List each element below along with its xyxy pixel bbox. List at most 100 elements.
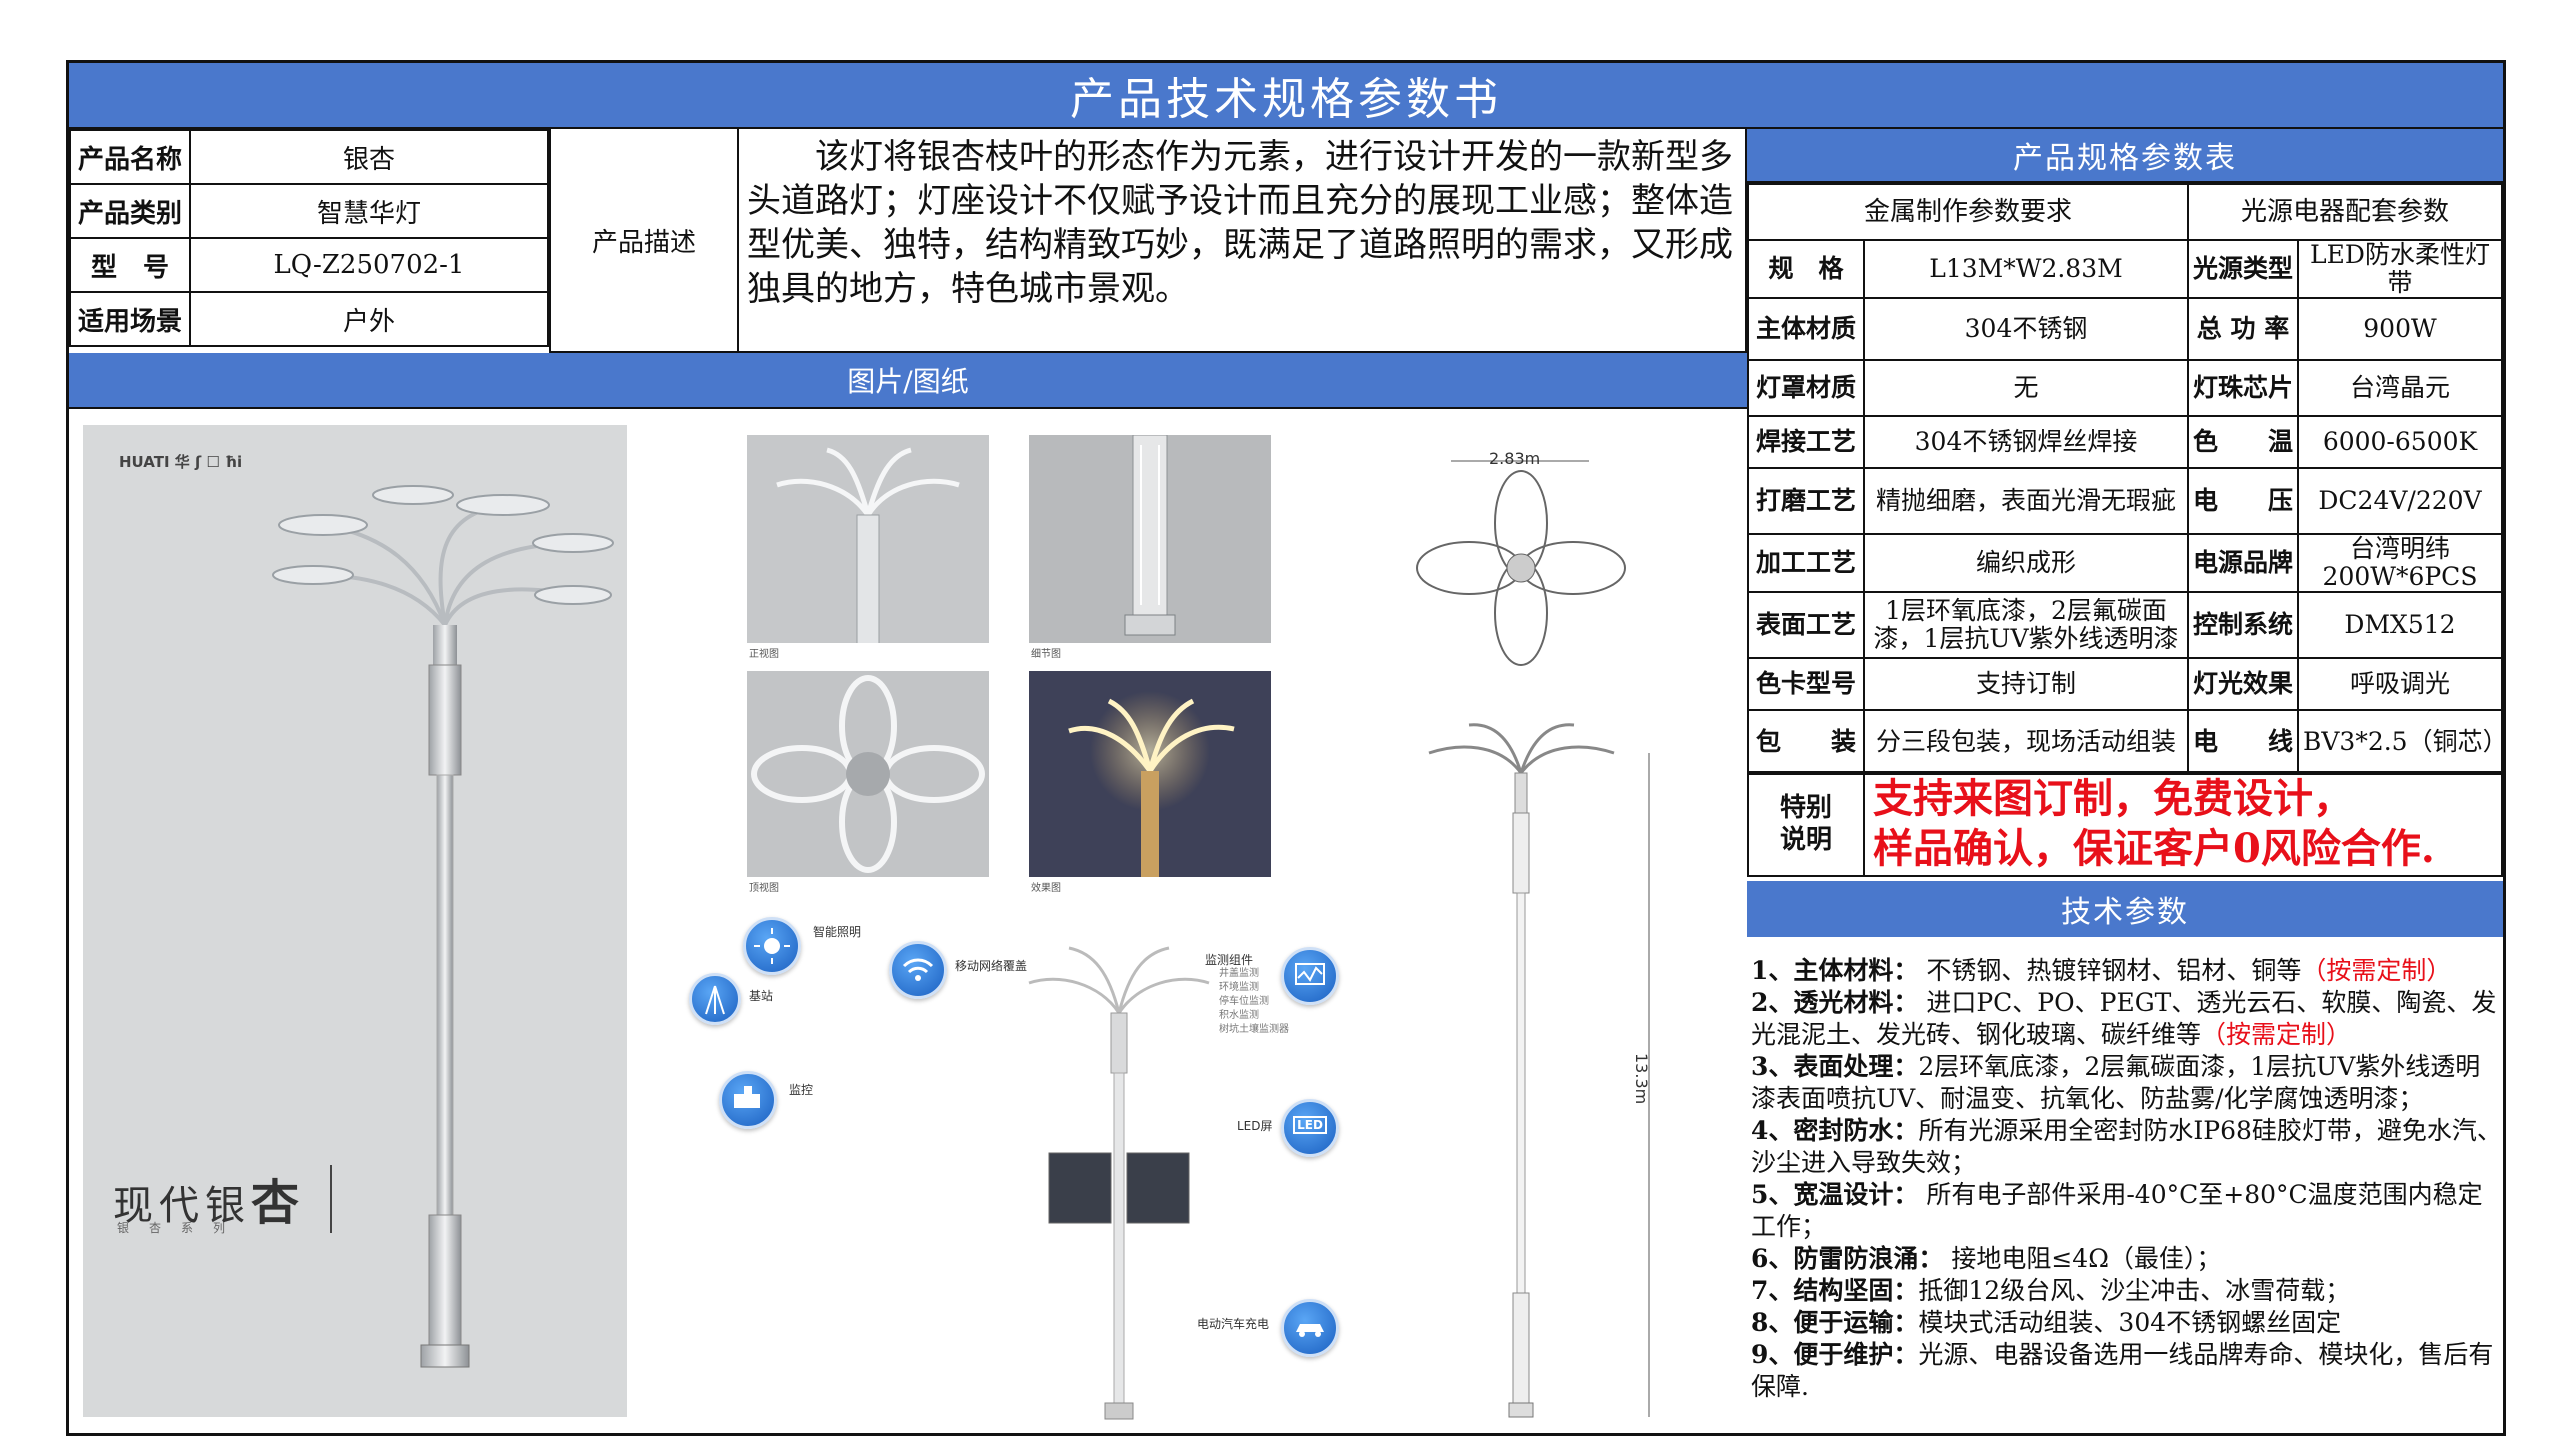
list-item: 1、主体材料： 不锈钢、热镀锌钢材、铝材、铜等（按需定制） <box>1751 955 2503 987</box>
tech-item-head: 5、宽温设计： <box>1751 1180 1919 1209</box>
tech-item-body: 进口PC、PO、PEGT、透光云石、软膜、陶瓷、发光混泥土、发光砖、钢化玻璃、碳… <box>1751 988 2497 1049</box>
spec-value: 支持订制 <box>1863 657 2189 711</box>
spec-value: 304不锈钢 <box>1863 297 2189 361</box>
description-label: 产品描述 <box>549 129 739 353</box>
front-view-image <box>747 435 989 646</box>
smart-pole-illustration <box>1028 946 1210 1420</box>
tech-item-body: 所有光源采用全密封防水IP68硅胶灯带，避免水汽、沙尘进入导致失效； <box>1751 1116 2502 1177</box>
ev-charge-icon <box>1281 1299 1339 1357</box>
info-value: 银杏 <box>189 129 549 185</box>
table-row: 焊接工艺 304不锈钢焊丝焊接 色 温 6000-6500K <box>1747 415 2503 469</box>
list-item: 7、结构坚固：抵御12级台风、沙尘冲击、冰雪荷载； <box>1751 1275 2503 1307</box>
spec-value: 900W <box>2297 297 2503 361</box>
poster-subtitle: 银 杏 系 列 <box>117 1221 230 1235</box>
spec-value: 台湾晶元 <box>2297 359 2503 417</box>
info-value: 户外 <box>189 291 549 347</box>
spec-key: 光源类型 <box>2187 239 2299 299</box>
spec-value: DMX512 <box>2297 591 2503 659</box>
tech-item-head: 8、便于运输： <box>1751 1308 1919 1337</box>
callout-monitor: 监控 <box>789 1083 814 1097</box>
poster-title-big: 杏 <box>251 1175 306 1231</box>
info-label: 适用场景 <box>69 291 191 347</box>
wifi-icon <box>889 941 947 999</box>
spec-key: 包 装 <box>1747 709 1865 775</box>
spec-key: 加工工艺 <box>1747 533 1865 593</box>
sensor-item: 树坑土壤监测器 <box>1219 1024 1289 1035</box>
spec-col-metal: 金属制作参数要求 <box>1747 183 2189 241</box>
table-row: 灯罩材质 无 灯珠芯片 台湾晶元 <box>1747 359 2503 417</box>
callout-sensor: 监测组件 <box>1205 953 1254 967</box>
technical-drawing <box>1416 460 1650 1418</box>
lighting-icon <box>743 917 801 975</box>
spec-value: 台湾明纬200W*6PCS <box>2297 533 2503 593</box>
effect-view-caption: 效果图 <box>1031 883 1061 894</box>
tech-item-head: 1、主体材料： <box>1751 956 1919 985</box>
spec-sheet: 产品技术规格参数书 产品名称 银杏 产品类别 智慧华灯 型 号 LQ-Z2507… <box>66 60 2508 1436</box>
led-screen-icon: LED <box>1281 1099 1339 1157</box>
tech-item-body: 光源、电器设备选用一线品牌寿命、模块化，售后有保障. <box>1751 1340 2494 1401</box>
table-row: 金属制作参数要求 光源电器配套参数 <box>1747 183 2503 241</box>
tech-item-head: 2、透光材料： <box>1751 988 1919 1017</box>
table-row: 打磨工艺 精抛细磨，表面光滑无瑕疵 电 压 DC24V/220V <box>1747 467 2503 535</box>
list-item: 5、宽温设计： 所有电子部件采用-40°C至+80°C温度范围内稳定工作； <box>1751 1179 2503 1243</box>
tech-item-note: （按需定制） <box>2201 1020 2352 1049</box>
spec-key: 控制系统 <box>2187 591 2299 659</box>
spec-key: 色卡型号 <box>1747 657 1865 711</box>
table-row: 型 号 LQ-Z250702-1 <box>69 237 549 293</box>
list-item: 9、便于维护：光源、电器设备选用一线品牌寿命、模块化，售后有保障. <box>1751 1339 2503 1403</box>
info-value: LQ-Z250702-1 <box>189 237 549 293</box>
table-row: 加工工艺 编织成形 电源品牌 台湾明纬200W*6PCS <box>1747 533 2503 593</box>
sensor-item: 停车位监测 <box>1219 996 1269 1007</box>
tech-item-body: 2层环氧底漆，2层氟碳面漆，1层抗UV紫外线透明漆表面喷抗UV、耐温变、抗氧化、… <box>1751 1052 2481 1113</box>
top-view-image <box>747 671 989 877</box>
poster-title: 现代银 <box>113 1183 251 1229</box>
special-notes-text: 支持来图订制，免费设计， 样品确认，保证客户0风险合作. <box>1865 774 2435 874</box>
spec-key: 焊接工艺 <box>1747 415 1865 469</box>
brand-logo: HUATI 华 ʃ ☐ ħi <box>119 453 243 471</box>
spec-key: 灯罩材质 <box>1747 359 1865 417</box>
callout-lighting: 智能照明 <box>813 925 862 939</box>
callout-led-screen: LED屏 <box>1237 1119 1273 1133</box>
tech-params-list: 1、主体材料： 不锈钢、热镀锌钢材、铝材、铜等（按需定制） 2、透光材料： 进口… <box>1751 955 2503 1403</box>
sensor-item: 环境监测 <box>1219 982 1259 993</box>
spec-value: 无 <box>1863 359 2189 417</box>
sensor-item: 积水监测 <box>1219 1010 1259 1021</box>
spec-key: 色 温 <box>2187 415 2299 469</box>
special-line-1: 支持来图订制，免费设计， <box>1873 775 2353 822</box>
spec-key: 规 格 <box>1747 239 1865 299</box>
info-label: 型 号 <box>69 237 191 293</box>
product-info-table: 产品名称 银杏 产品类别 智慧华灯 型 号 LQ-Z250702-1 适用场景 … <box>69 129 549 347</box>
base-station-icon <box>689 973 741 1025</box>
spec-key: 主体材质 <box>1747 297 1865 361</box>
spec-value: L13M*W2.83M <box>1863 239 2189 299</box>
spec-value: 精抛细磨，表面光滑无瑕疵 <box>1863 467 2189 535</box>
spec-key: 电 压 <box>2187 467 2299 535</box>
spec-key: 表面工艺 <box>1747 591 1865 659</box>
spec-value: LED防水柔性灯带 <box>2297 239 2503 299</box>
spec-key: 电 线 <box>2187 709 2299 775</box>
table-row: 包 装 分三段包装，现场活动组装 电 线 BV3*2.5（铜芯） <box>1747 709 2508 775</box>
tech-item-head: 3、表面处理： <box>1751 1052 1919 1081</box>
tech-item-head: 6、防雷防浪涌： <box>1751 1244 1944 1273</box>
table-row: 色卡型号 支持订制 灯光效果 呼吸调光 <box>1747 657 2503 711</box>
list-item: 4、密封防水：所有光源采用全密封防水IP68硅胶灯带，避免水汽、沙尘进入导致失效… <box>1751 1115 2503 1179</box>
table-row: 主体材质 304不锈钢 总 功 率 900W <box>1747 297 2503 361</box>
list-item: 3、表面处理：2层环氧底漆，2层氟碳面漆，1层抗UV紫外线透明漆表面喷抗UV、耐… <box>1751 1051 2503 1115</box>
callout-ev-charge: 电动汽车充电 <box>1197 1317 1270 1331</box>
special-label-line2: 说明 <box>1779 825 1832 855</box>
special-line-2: 样品确认，保证客户0风险合作. <box>1873 825 2435 872</box>
spec-table: 金属制作参数要求 光源电器配套参数 规 格 L13M*W2.83M 光源类型 L… <box>1747 183 2508 775</box>
sensor-list: 井盖监测 环境监测 停车位监测 积水监测 树坑土壤监测器 <box>1219 967 1289 1037</box>
callout-base-station: 基站 <box>749 989 774 1003</box>
tech-item-head: 9、便于维护： <box>1751 1340 1919 1369</box>
spec-value: 编织成形 <box>1863 533 2189 593</box>
spec-key: 灯光效果 <box>2187 657 2299 711</box>
tech-item-body: 不锈钢、热镀锌钢材、铝材、铜等 <box>1918 956 2302 985</box>
table-row: 适用场景 户外 <box>69 291 549 347</box>
tech-item-body: 接地电阻≤4Ω（最佳）； <box>1943 1244 2222 1273</box>
monitor-icon <box>1281 947 1339 1005</box>
led-icon-text: LED <box>1293 1116 1327 1134</box>
images-header: 图片/图纸 <box>69 353 1747 409</box>
spec-key: 打磨工艺 <box>1747 467 1865 535</box>
spec-value: 6000-6500K <box>2297 415 2503 469</box>
